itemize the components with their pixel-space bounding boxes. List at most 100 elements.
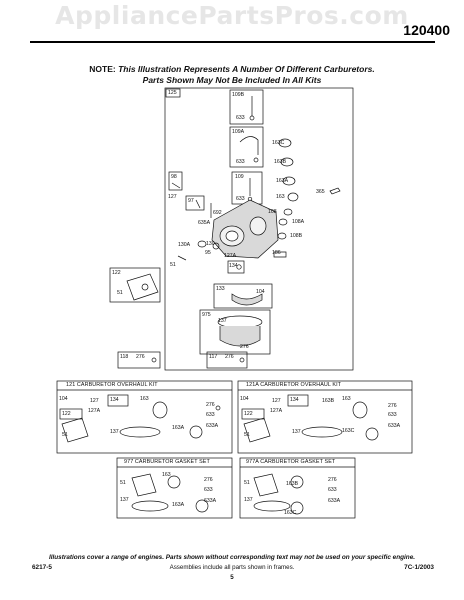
kit-121A-label-276: 276 bbox=[388, 403, 397, 409]
gasket-163A bbox=[282, 176, 296, 186]
label-633-a: 633 bbox=[236, 115, 245, 121]
label-108B: 108B bbox=[290, 233, 303, 239]
footer-right-code: 7C-1/2003 bbox=[404, 564, 434, 571]
gasket-163 bbox=[287, 192, 299, 202]
kit-121-label-51: 51 bbox=[62, 432, 68, 438]
label-137: 137 bbox=[218, 318, 227, 324]
screw-365 bbox=[329, 187, 341, 195]
label-118: 118 bbox=[120, 354, 129, 360]
kit-121A-134-frame bbox=[287, 394, 309, 407]
kit-121A-gasket-137 bbox=[301, 426, 343, 438]
gasket-276-118 bbox=[151, 357, 157, 363]
kit-977-label-163A: 163A bbox=[172, 502, 185, 508]
kit-121A-label-127A: 127A bbox=[270, 408, 283, 414]
footer-disclaimer: Illustrations cover a range of engines. … bbox=[48, 554, 416, 561]
gasket-163C bbox=[278, 138, 292, 148]
label-51-b: 51 bbox=[117, 290, 123, 296]
kit-977A-gasket-163B bbox=[290, 475, 304, 489]
oring-109B bbox=[249, 115, 255, 121]
kit-977A-intake-gasket bbox=[253, 473, 279, 497]
kit-121A-label-134: 134 bbox=[290, 397, 299, 403]
kit-121-label-134: 134 bbox=[110, 397, 119, 403]
bowl-nut-186 bbox=[273, 251, 287, 258]
kit-977-frame bbox=[116, 457, 233, 519]
kit-121A-label-163C: 163C bbox=[342, 428, 355, 434]
kit-121-134-frame bbox=[107, 394, 129, 407]
kit-121-gasket-163A bbox=[189, 425, 203, 439]
footer-left-code: 6217-5 bbox=[32, 564, 52, 571]
kit-977A-gasket-163C bbox=[290, 501, 304, 515]
label-975: 975 bbox=[202, 312, 211, 318]
kit-121-label-163A: 163A bbox=[172, 425, 185, 431]
kit-121-gasket-276 bbox=[215, 405, 221, 411]
label-276: 276 bbox=[240, 344, 249, 350]
kit-121-title: 121 CARBURETOR OVERHAUL KIT bbox=[66, 382, 158, 388]
kit-977A-label-633: 633 bbox=[328, 487, 337, 493]
label-98: 98 bbox=[171, 174, 177, 180]
note-prefix: NOTE: bbox=[89, 64, 116, 74]
kit-121A-frame bbox=[237, 380, 413, 454]
label-108A: 108A bbox=[292, 219, 305, 225]
kit-121A-label-633: 633 bbox=[388, 412, 397, 418]
kit-121-label-127A: 127A bbox=[88, 408, 101, 414]
frame-122 bbox=[109, 267, 161, 303]
label-186: 186 bbox=[272, 250, 281, 256]
label-127: 127 bbox=[168, 194, 177, 200]
kit-121A-label-104: 104 bbox=[240, 396, 249, 402]
main-frame-tag bbox=[165, 88, 181, 98]
label-635A: 635A bbox=[198, 220, 211, 226]
plug-108 bbox=[283, 208, 293, 216]
kit-977-gasket-163 bbox=[167, 475, 181, 489]
kit-121-label-633: 633 bbox=[206, 412, 215, 418]
kit-121-label-633A: 633A bbox=[206, 423, 219, 429]
frame-109A bbox=[229, 126, 264, 168]
label-130A: 130A bbox=[178, 242, 191, 248]
label-117: 117 bbox=[209, 354, 218, 360]
gasket-276-117 bbox=[239, 357, 245, 363]
kit-121-gasket-163 bbox=[152, 401, 168, 419]
kit-121-intake-gasket bbox=[61, 417, 89, 443]
frame-133 bbox=[213, 283, 273, 309]
label-130: 130 bbox=[206, 241, 215, 247]
kit-121A-intake-gasket bbox=[243, 417, 271, 443]
label-163: 163 bbox=[276, 194, 285, 200]
note-line-1: NOTE: This Illustration Represents A Num… bbox=[0, 64, 464, 75]
kit-121-122-frame bbox=[59, 408, 83, 420]
kit-977-label-633: 633 bbox=[204, 487, 213, 493]
plug-108A bbox=[278, 218, 288, 226]
plug-108B bbox=[277, 232, 287, 240]
label-51: 51 bbox=[170, 262, 176, 268]
model-number: 120400 bbox=[403, 22, 450, 38]
label-163C: 163C bbox=[272, 140, 285, 146]
kit-121A-label-51: 51 bbox=[244, 432, 250, 438]
intake-gasket-122 bbox=[126, 273, 159, 301]
frame-134 bbox=[227, 260, 245, 274]
label-109A: 109A bbox=[232, 129, 245, 135]
kit-977-label-163: 163 bbox=[162, 472, 171, 478]
kit-121A-gasket-163C bbox=[365, 427, 379, 441]
seat-134 bbox=[236, 264, 242, 270]
kit-121-frame bbox=[56, 380, 233, 454]
spring-97 bbox=[195, 199, 201, 209]
frame-118 bbox=[117, 351, 161, 369]
label-633-b: 633 bbox=[236, 159, 245, 165]
label-134: 134 bbox=[229, 263, 238, 269]
spring-98 bbox=[171, 182, 181, 189]
label-109: 109 bbox=[235, 174, 244, 180]
carburetor-body bbox=[211, 199, 279, 259]
label-95: 95 bbox=[205, 250, 211, 256]
washer-130A bbox=[197, 240, 207, 248]
kit-121-label-122: 122 bbox=[62, 411, 71, 417]
kit-977-label-633A: 633A bbox=[204, 498, 217, 504]
label-frame-125: 125 bbox=[168, 90, 177, 96]
needle-109A bbox=[239, 136, 259, 155]
kit-121A-label-163B: 163B bbox=[322, 398, 335, 404]
label-692: 692 bbox=[213, 210, 222, 216]
kit-121A-122-frame bbox=[241, 408, 265, 420]
note-text-2: Parts Shown May Not Be Included In All K… bbox=[142, 75, 322, 85]
label-133: 133 bbox=[216, 286, 225, 292]
kit-977-title: 977 CARBURETOR GASKET SET bbox=[124, 459, 210, 465]
kit-977A-label-51: 51 bbox=[244, 480, 250, 486]
label-163A: 163A bbox=[276, 178, 289, 184]
